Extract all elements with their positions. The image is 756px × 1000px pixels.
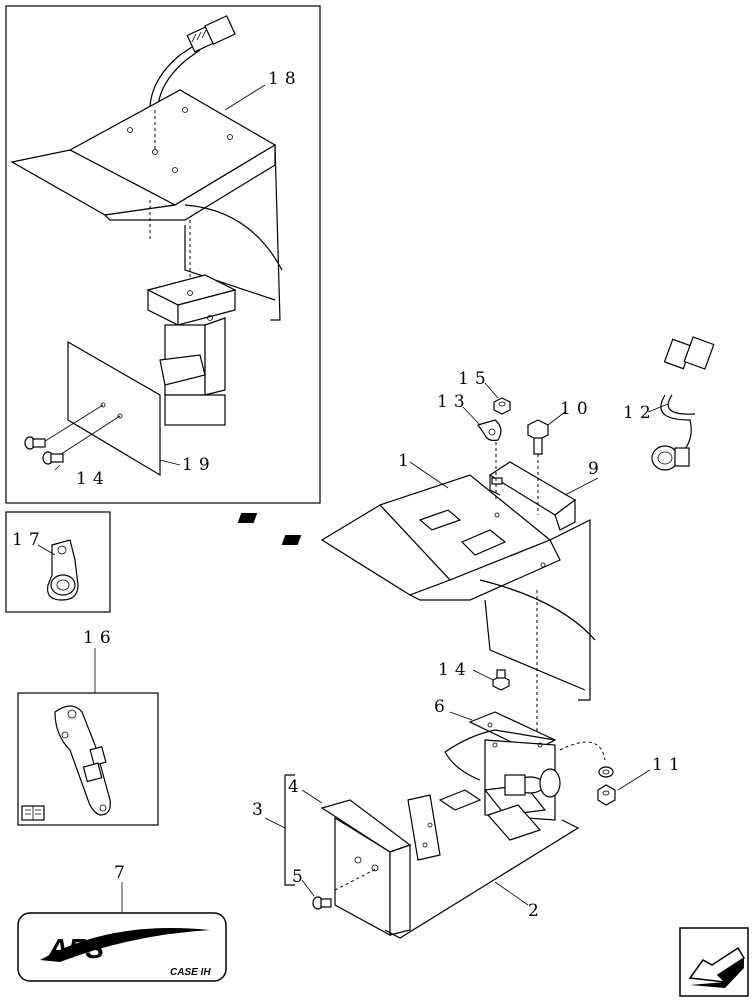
arrow-left-icon[interactable] xyxy=(679,927,749,997)
callout-14-main: 14 xyxy=(438,660,472,680)
pad-set xyxy=(407,789,542,861)
callout-18: 18 xyxy=(268,69,302,89)
bracket-block-18 xyxy=(146,274,237,426)
screws-14-inset xyxy=(24,404,121,465)
inset-panel-16: 16 xyxy=(17,628,159,826)
callout-7: 7 xyxy=(114,863,131,883)
callout-15: 15 xyxy=(458,369,492,389)
callout-3: 3 xyxy=(252,800,269,820)
callout-5: 5 xyxy=(292,867,309,887)
afs-logo-text: AFS xyxy=(47,933,104,964)
decal-1b xyxy=(281,529,507,556)
screw-14-main: 14 xyxy=(438,660,510,691)
washer-nut-11: 11 xyxy=(559,741,686,806)
floor-panel-1 xyxy=(237,474,596,701)
book-icon[interactable] xyxy=(21,805,45,821)
callout-12: 12 xyxy=(623,403,657,423)
bolt-10: 10 xyxy=(527,399,594,455)
nut-15: 15 xyxy=(458,369,511,415)
callout-13: 13 xyxy=(437,392,471,412)
callout-11: 11 xyxy=(652,755,686,775)
bracket-9: 9 xyxy=(488,459,605,531)
group-line-2: 2 xyxy=(384,819,580,939)
callout-17: 17 xyxy=(12,530,46,550)
case-ih-logo-text: CASE IH xyxy=(170,967,211,978)
connector-top xyxy=(149,15,236,111)
decal-1a xyxy=(237,509,462,531)
callout-4: 4 xyxy=(288,777,305,797)
floor-panel-18 xyxy=(10,89,283,321)
callout-14-inset: 14 xyxy=(76,469,110,489)
afs-logo-7: 7 AFS CASE IH xyxy=(17,863,227,982)
callout-10: 10 xyxy=(560,399,594,419)
plate-19 xyxy=(67,340,161,477)
inset-panel-17: 17 xyxy=(5,511,111,613)
clip-17 xyxy=(46,539,79,601)
screw-5: 5 xyxy=(292,867,332,910)
callout-1: 1 xyxy=(398,451,415,471)
link-arm-16 xyxy=(54,705,111,816)
plate-4 xyxy=(320,799,412,937)
harness-12: 12 xyxy=(623,336,715,471)
mount-6: 6 xyxy=(434,697,561,821)
group-bracket-3: 3 4 xyxy=(252,774,323,886)
callout-9: 9 xyxy=(588,459,605,479)
callout-16: 16 xyxy=(83,628,117,648)
callout-2: 2 xyxy=(528,901,545,921)
clip-13: 13 xyxy=(437,392,502,442)
inset-panel-18: 18 19 14 xyxy=(5,5,321,504)
callout-19: 19 xyxy=(182,455,216,475)
callout-6: 6 xyxy=(434,697,451,717)
